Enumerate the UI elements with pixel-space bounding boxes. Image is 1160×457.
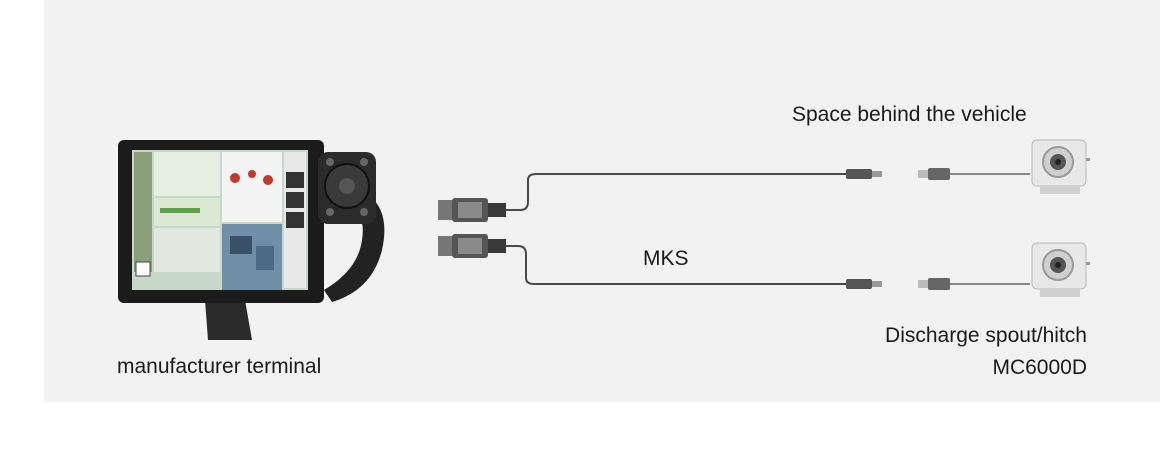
rear-space-label: Space behind the vehicle [792,103,1027,126]
upper-cable [506,173,848,211]
camera-icon [1031,242,1090,297]
lower-cable [506,245,848,285]
cable-connector-icon [918,278,1030,290]
terminal-display-icon [118,140,385,340]
cable-connector-icon [438,234,506,258]
model-label: MC6000D [992,356,1087,379]
cable-label: MKS [643,247,689,270]
terminal-label: manufacturer terminal [117,355,322,378]
spout-hitch-label: Discharge spout/hitch [885,324,1087,347]
cable-connector-icon [846,279,882,289]
cable-connector-icon [918,168,1030,180]
cable-connector-icon [438,198,506,222]
cable-connector-icon [846,169,882,179]
camera-icon [1031,139,1090,194]
